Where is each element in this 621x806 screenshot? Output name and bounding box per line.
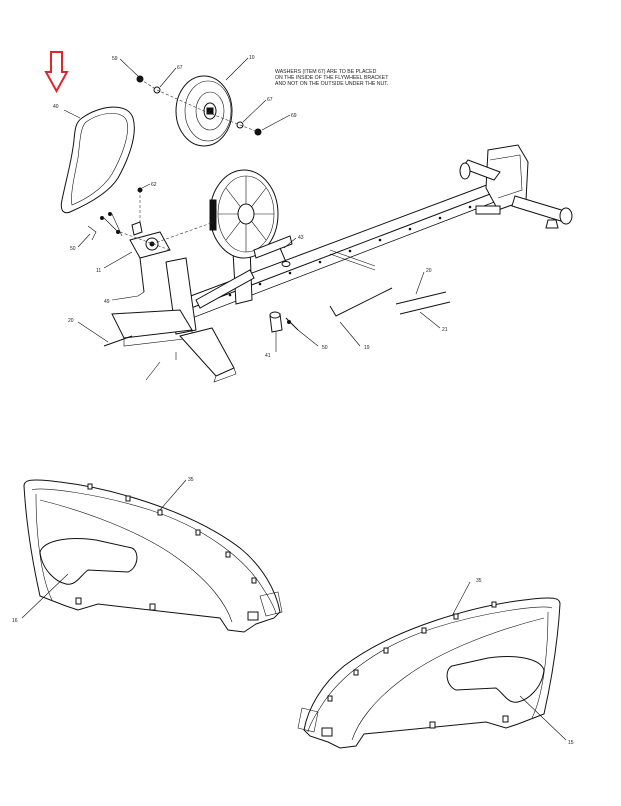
callout-21: 21 xyxy=(442,327,448,333)
bolt-part xyxy=(279,247,291,267)
leader-43 xyxy=(283,237,297,249)
callout-50a: 50 xyxy=(70,246,76,252)
callout-15: 15 xyxy=(568,740,574,746)
callout-20b: 20 xyxy=(426,268,432,274)
callout-62: 62 xyxy=(151,182,157,188)
rod-part xyxy=(329,287,393,317)
leader-bottom xyxy=(145,361,161,381)
leader-19 xyxy=(339,321,361,347)
leader-35a xyxy=(159,479,187,511)
leader-16 xyxy=(21,573,69,619)
leader-50a xyxy=(77,233,91,248)
spacer-part xyxy=(269,311,299,333)
leader-35b xyxy=(451,581,471,617)
callout-59: 59 xyxy=(112,56,118,62)
callout-19: 19 xyxy=(364,345,370,351)
leader-49 xyxy=(111,295,139,301)
note-line-1: WASHERS (ITEM 67) ARE TO BE PLACED xyxy=(275,69,377,75)
leader-50b xyxy=(297,329,319,347)
leader-20b xyxy=(415,271,425,295)
drive-belt-part xyxy=(60,106,135,214)
note-line-2: ON THE INSIDE OF THE FLYWHEEL BRACKET xyxy=(275,75,389,81)
right-shroud-part xyxy=(297,597,561,749)
leader-62 xyxy=(141,183,151,189)
pin-part-right xyxy=(395,291,451,315)
callout-41: 41 xyxy=(265,353,271,359)
tensioner-part xyxy=(87,187,171,297)
note-line-3: AND NOT ON THE OUTSIDE UNDER THE NUT. xyxy=(275,81,388,87)
left-shroud-part xyxy=(23,479,283,633)
leader-67a xyxy=(159,67,177,88)
leader-10 xyxy=(225,57,249,81)
callout-43: 43 xyxy=(298,235,304,241)
callout-35a: 35 xyxy=(188,477,194,483)
assembly-note: WASHERS (ITEM 67) ARE TO BE PLACED ON TH… xyxy=(275,69,389,87)
callout-67b: 67 xyxy=(267,97,273,103)
leader-40 xyxy=(63,109,81,119)
leader-69 xyxy=(261,114,291,131)
leader-21 xyxy=(419,311,441,329)
callout-20a: 20 xyxy=(68,318,74,324)
callout-16: 16 xyxy=(12,618,18,624)
callout-49: 49 xyxy=(104,299,110,305)
callout-10: 10 xyxy=(249,55,255,61)
callout-35b: 35 xyxy=(476,578,482,584)
main-frame-part xyxy=(111,144,573,383)
callout-40: 40 xyxy=(53,104,59,110)
highlight-arrow-shape xyxy=(44,51,69,94)
callout-11: 11 xyxy=(96,268,101,274)
assembly-line-top xyxy=(139,78,259,133)
leader-20a xyxy=(77,321,109,343)
pin-part-left xyxy=(103,335,133,347)
callout-67a: 67 xyxy=(177,65,183,71)
leader-15 xyxy=(519,695,567,741)
leader-11 xyxy=(103,251,133,269)
callout-50b: 50 xyxy=(322,345,328,351)
assembly-line-tensioner xyxy=(119,190,215,251)
callout-69: 69 xyxy=(291,113,297,119)
down-arrow-icon xyxy=(44,51,69,94)
leader-67b xyxy=(242,99,267,123)
leader-59 xyxy=(119,58,139,77)
